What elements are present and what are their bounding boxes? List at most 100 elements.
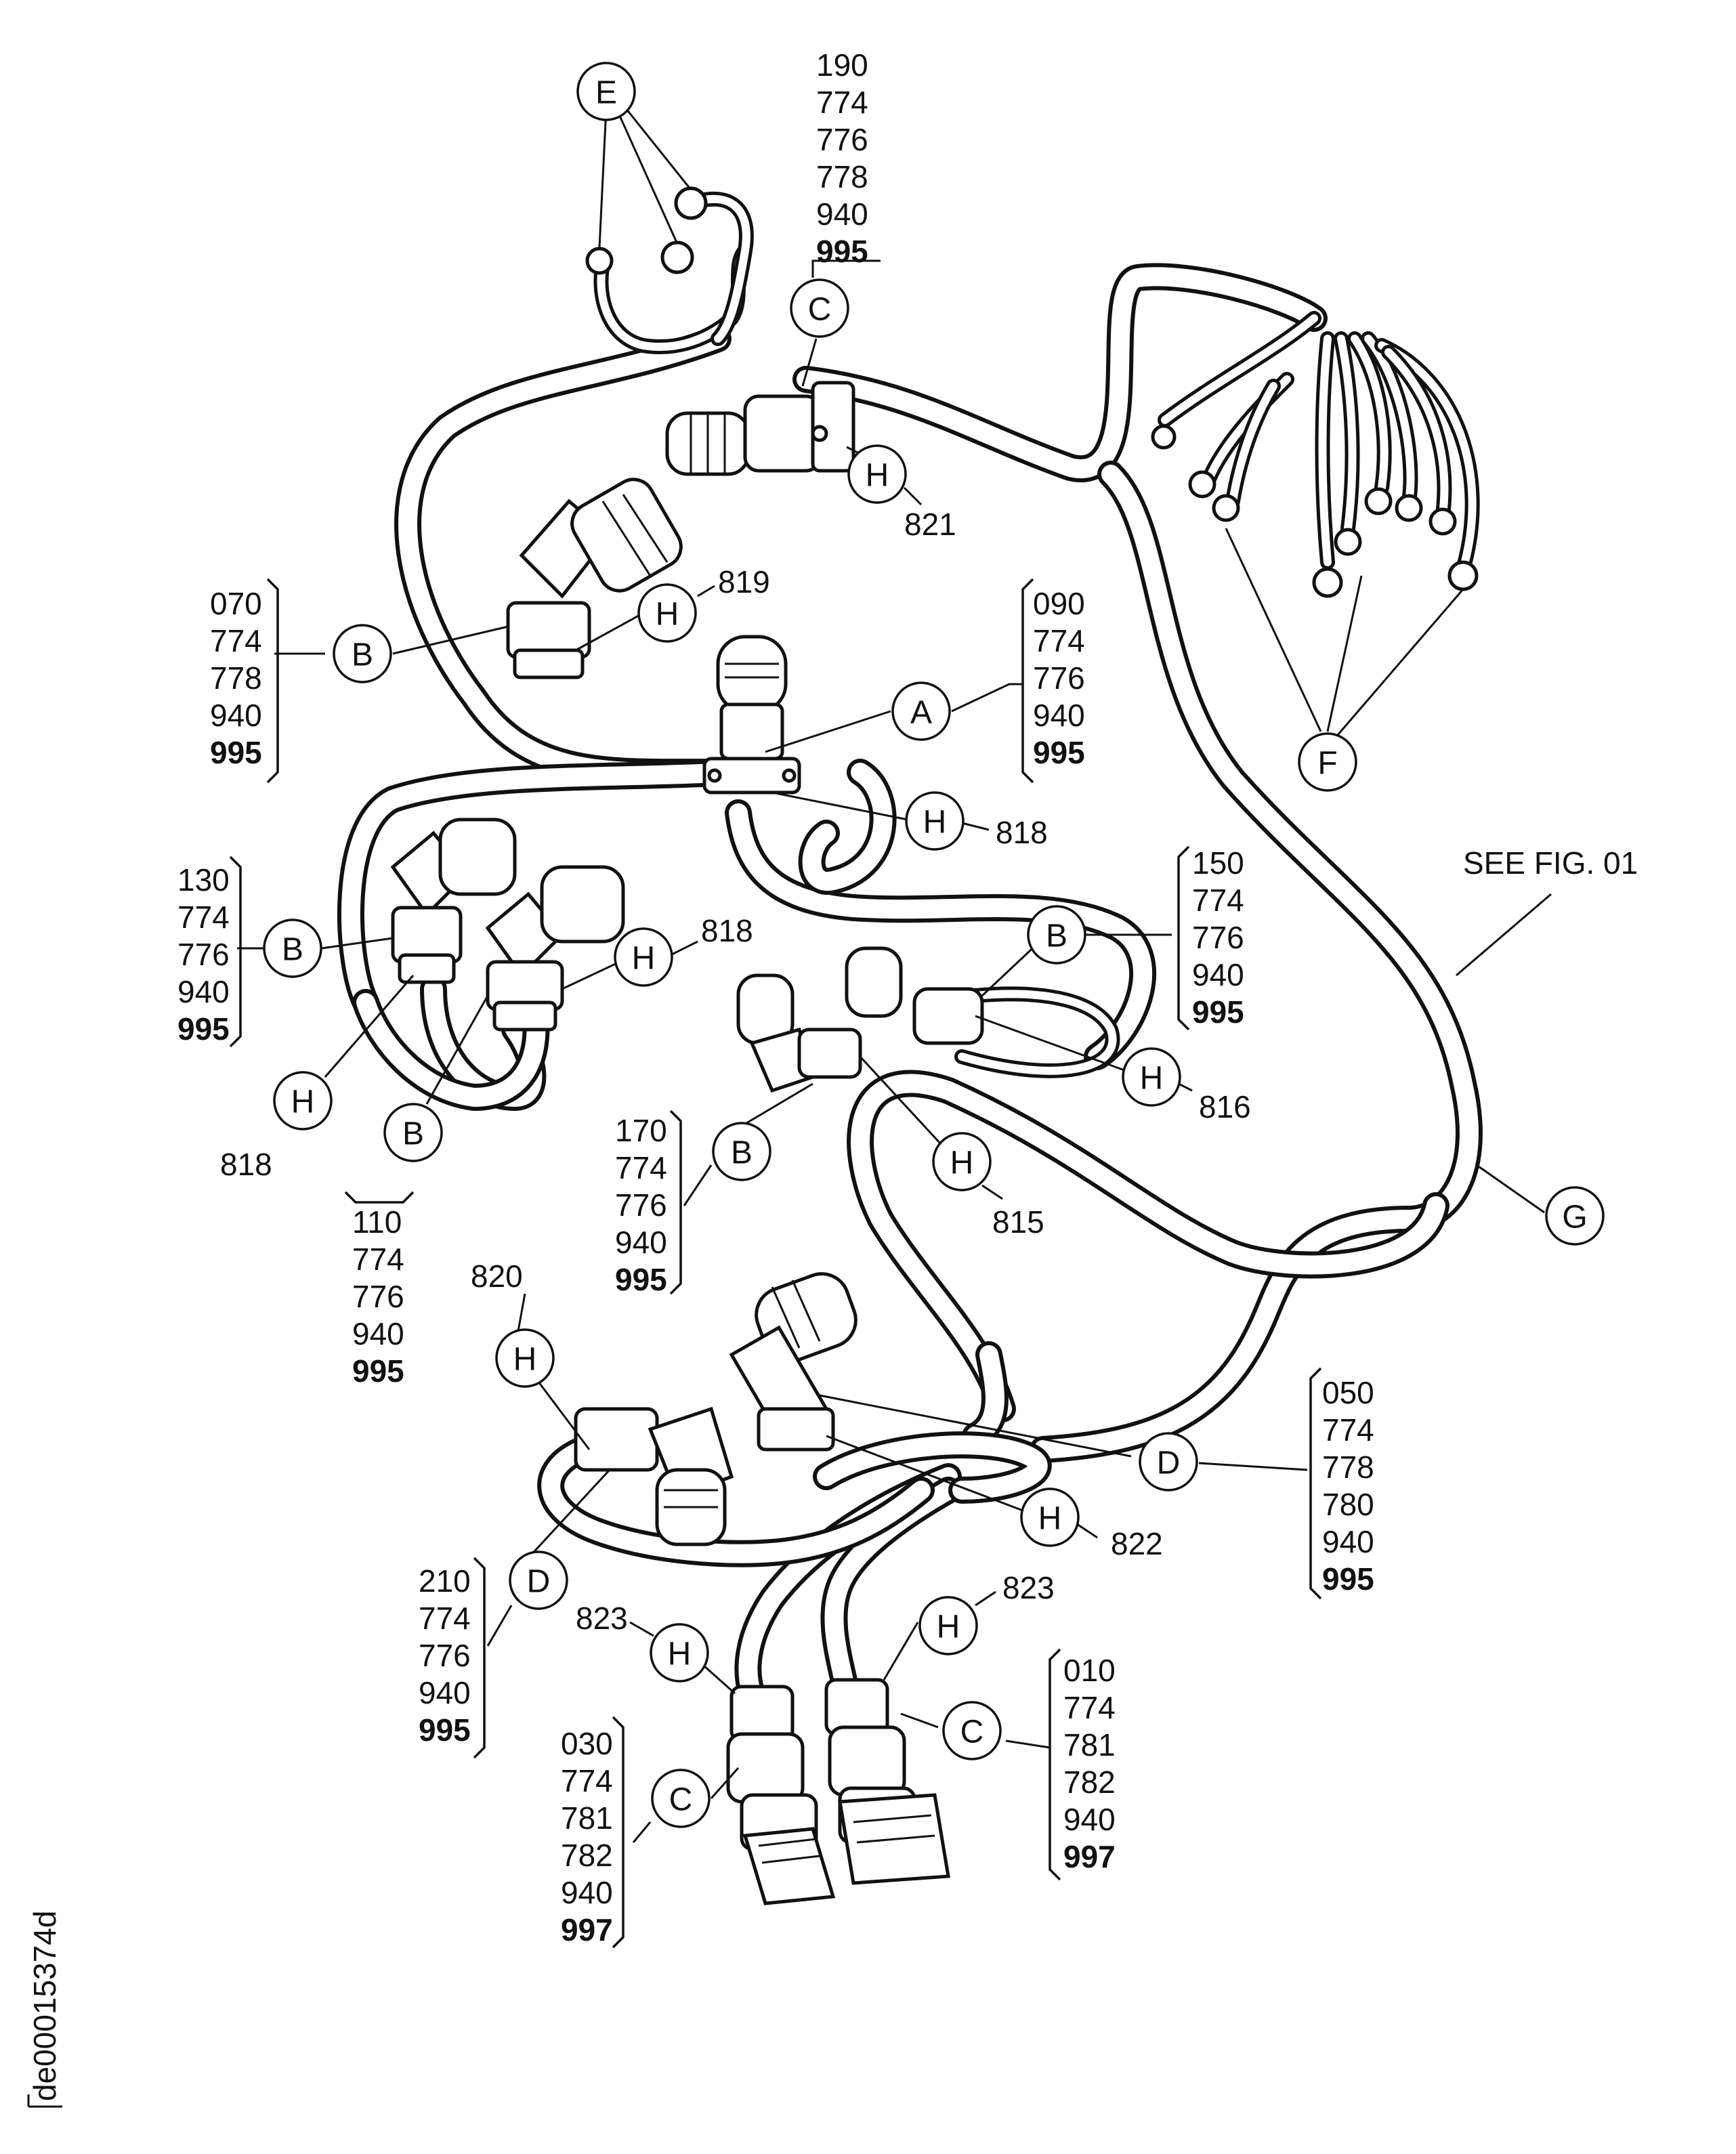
svg-text:030: 030 — [561, 1726, 613, 1761]
svg-text:H: H — [866, 458, 889, 494]
svg-text:774: 774 — [1063, 1690, 1116, 1725]
svg-text:B: B — [282, 932, 303, 968]
callout-h-821: H — [847, 444, 907, 504]
callout-b-110: B — [383, 1103, 443, 1162]
svg-text:B: B — [402, 1116, 424, 1152]
callout-d-210: D — [509, 1550, 568, 1610]
svg-text:210: 210 — [419, 1563, 471, 1599]
callout-b-130: B — [263, 918, 322, 978]
svg-text:C: C — [669, 1782, 693, 1818]
svg-text:997: 997 — [1063, 1839, 1116, 1874]
callout-h-819: H — [637, 583, 697, 643]
svg-text:940: 940 — [177, 974, 230, 1009]
callout-b-150: B — [1027, 905, 1086, 965]
svg-text:781: 781 — [1063, 1727, 1116, 1762]
svg-text:H: H — [937, 1609, 960, 1645]
svg-text:940: 940 — [210, 698, 262, 733]
callout-h-818-left: H — [273, 1071, 333, 1131]
svg-text:776: 776 — [1033, 660, 1085, 696]
svg-text:995: 995 — [177, 1011, 230, 1047]
callout-h-818-mid: H — [614, 927, 673, 987]
svg-text:H: H — [1140, 1061, 1164, 1097]
svg-text:150: 150 — [1192, 845, 1244, 881]
svg-text:995: 995 — [352, 1353, 404, 1389]
number-stack-a-090: 090 774 776 940 995 — [1021, 578, 1085, 784]
svg-text:995: 995 — [210, 735, 262, 770]
svg-text:H: H — [513, 1342, 537, 1378]
svg-text:778: 778 — [816, 159, 868, 194]
part-number-819: 819 — [718, 564, 770, 599]
svg-text:H: H — [668, 1636, 692, 1672]
svg-text:776: 776 — [816, 122, 868, 157]
part-number-821: 821 — [904, 507, 956, 542]
svg-text:780: 780 — [1322, 1487, 1374, 1522]
svg-text:G: G — [1562, 1200, 1587, 1236]
callout-h-818-a: H — [905, 791, 965, 851]
svg-text:782: 782 — [561, 1838, 613, 1873]
svg-text:050: 050 — [1322, 1375, 1374, 1410]
svg-text:774: 774 — [1322, 1412, 1374, 1448]
ring-terminals — [585, 186, 1479, 598]
svg-text:774: 774 — [1033, 623, 1085, 658]
callout-h-820: H — [495, 1328, 555, 1388]
callout-g: G — [1545, 1186, 1605, 1246]
svg-text:B: B — [352, 637, 373, 673]
svg-text:940: 940 — [1192, 957, 1244, 992]
svg-text:940: 940 — [352, 1316, 404, 1351]
svg-text:070: 070 — [210, 586, 262, 621]
svg-text:774: 774 — [177, 900, 230, 935]
callout-c-010: C — [942, 1701, 1002, 1760]
reference-note: SEE FIG. 01 — [1463, 845, 1638, 881]
number-stack-b-070: 070 774 778 940 995 — [210, 578, 279, 784]
svg-text:774: 774 — [615, 1150, 667, 1185]
svg-text:de00015374d: de00015374d — [27, 1911, 62, 2101]
svg-text:781: 781 — [561, 1800, 613, 1836]
number-stack-b-170: 170 774 776 940 995 — [615, 1110, 682, 1297]
svg-text:940: 940 — [816, 196, 868, 232]
svg-text:995: 995 — [615, 1262, 667, 1297]
connector-b-130 — [390, 818, 517, 984]
svg-text:774: 774 — [352, 1242, 404, 1277]
callout-c-190: C — [790, 278, 849, 338]
callout-h-815: H — [932, 1132, 992, 1191]
number-stack-d-210: 210 774 776 940 995 — [419, 1557, 486, 1759]
svg-text:940: 940 — [615, 1225, 667, 1260]
svg-text:997: 997 — [561, 1912, 613, 1947]
callout-e: E — [576, 62, 636, 121]
callout-h-823-right: H — [918, 1596, 978, 1655]
svg-text:130: 130 — [177, 862, 230, 898]
svg-text:170: 170 — [615, 1113, 667, 1148]
callout-h-822: H — [1020, 1487, 1080, 1547]
callout-b-170: B — [712, 1122, 771, 1181]
svg-text:782: 782 — [1063, 1765, 1116, 1800]
connector-d-210 — [574, 1406, 734, 1546]
number-stack-c-010: 010 774 781 782 940 997 — [1049, 1648, 1116, 1881]
figure-id: de00015374d — [27, 1911, 62, 2108]
connector-c-030 — [726, 1685, 836, 1905]
svg-text:940: 940 — [419, 1675, 471, 1710]
number-stack-d-050: 050 774 778 780 940 995 — [1309, 1367, 1374, 1600]
svg-text:776: 776 — [177, 937, 230, 972]
svg-text:940: 940 — [561, 1875, 613, 1910]
svg-text:776: 776 — [419, 1638, 471, 1673]
callout-f: F — [1298, 732, 1357, 792]
number-stack-b-110: 110 774 776 940 995 — [344, 1191, 415, 1389]
part-number-818-a: 818 — [996, 815, 1048, 850]
svg-text:E: E — [595, 75, 617, 111]
connector-c-010 — [824, 1678, 950, 1885]
callout-d-050: D — [1139, 1432, 1198, 1492]
connector-c-190 — [665, 381, 855, 476]
svg-text:H: H — [950, 1145, 974, 1181]
svg-text:995: 995 — [816, 234, 868, 269]
svg-text:995: 995 — [419, 1712, 471, 1748]
svg-text:776: 776 — [615, 1187, 667, 1223]
callout-a-090: A — [891, 681, 951, 741]
callout-h-823-left: H — [650, 1623, 709, 1683]
number-stack-c-190: 190 774 776 778 940 995 — [816, 47, 868, 269]
number-stack-b-150: 150 774 776 940 995 — [1177, 845, 1244, 1031]
svg-text:110: 110 — [352, 1204, 402, 1240]
svg-text:774: 774 — [1192, 883, 1244, 918]
connector-a-090 — [702, 635, 801, 795]
svg-text:D: D — [527, 1564, 551, 1600]
